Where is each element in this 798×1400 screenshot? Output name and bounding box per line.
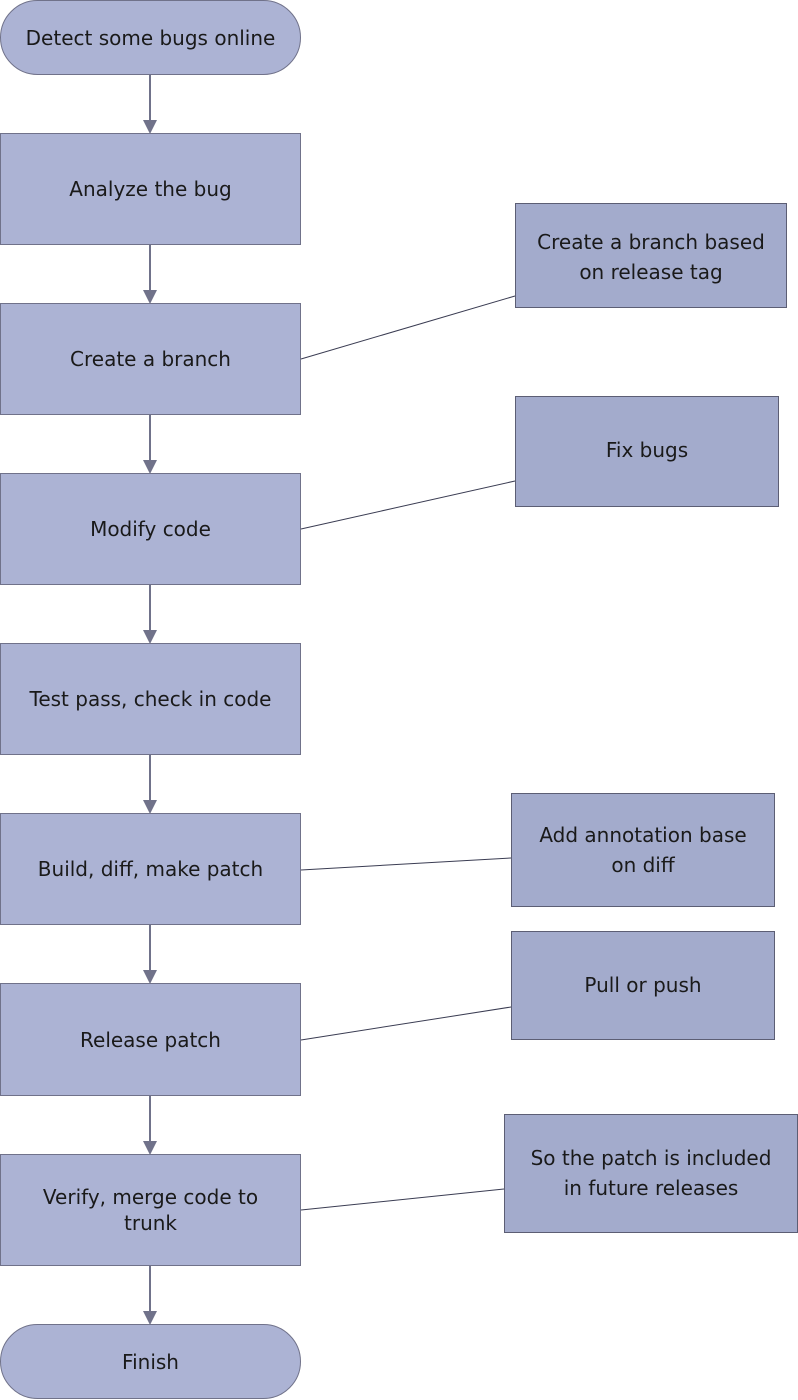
note-pull-or-push: Pull or push bbox=[511, 931, 775, 1040]
step-finish: Finish bbox=[0, 1324, 301, 1399]
note-branch-from-tag: Create a branch based on release tag bbox=[515, 203, 787, 308]
step-modify-code: Modify code bbox=[0, 473, 301, 585]
note-connector-fix bbox=[300, 480, 516, 530]
note-connector-annotation bbox=[300, 857, 512, 871]
note-connector-merge bbox=[300, 1188, 505, 1211]
note-add-annotation: Add annotation base on diff bbox=[511, 793, 775, 907]
step-analyze-bug: Analyze the bug bbox=[0, 133, 301, 245]
note-connector-pull bbox=[300, 1006, 512, 1041]
note-connector-branch bbox=[300, 295, 516, 360]
step-verify-merge: Verify, merge code to trunk bbox=[0, 1154, 301, 1266]
step-build-diff-patch: Build, diff, make patch bbox=[0, 813, 301, 925]
step-release-patch: Release patch bbox=[0, 983, 301, 1096]
step-detect-bugs: Detect some bugs online bbox=[0, 0, 301, 75]
step-test-check-in: Test pass, check in code bbox=[0, 643, 301, 755]
note-fix-bugs: Fix bugs bbox=[515, 396, 779, 507]
step-create-branch: Create a branch bbox=[0, 303, 301, 415]
note-future-releases: So the patch is included in future relea… bbox=[504, 1114, 798, 1233]
